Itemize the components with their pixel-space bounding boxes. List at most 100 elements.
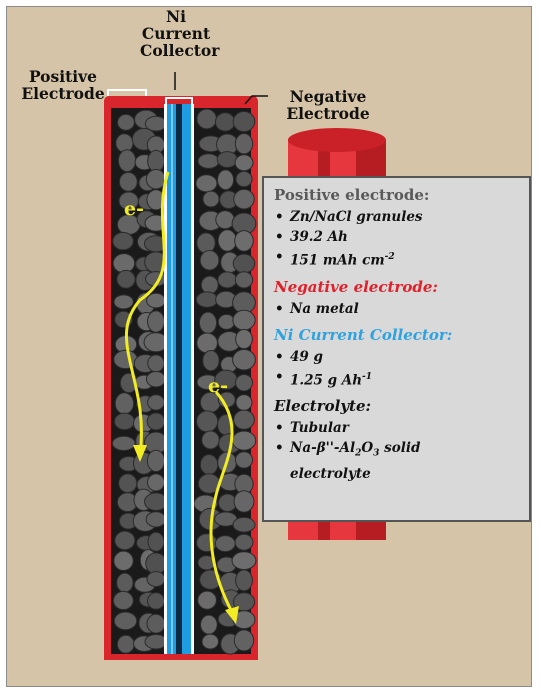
granule bbox=[147, 394, 165, 411]
subscript: 2 bbox=[355, 448, 362, 459]
granule bbox=[234, 154, 254, 172]
granule bbox=[217, 313, 236, 330]
granule bbox=[202, 190, 220, 208]
ni-collector-core bbox=[176, 104, 182, 654]
granule bbox=[232, 348, 256, 371]
granule bbox=[214, 535, 236, 553]
list-item: Na metal bbox=[275, 299, 519, 319]
granule bbox=[231, 430, 257, 451]
label-line: Ni bbox=[165, 7, 187, 26]
granule bbox=[147, 531, 165, 552]
negative-electrode-leader bbox=[244, 95, 268, 105]
granule bbox=[233, 490, 255, 513]
granule bbox=[234, 451, 254, 469]
granule bbox=[196, 410, 219, 433]
zn-nacl-granules bbox=[111, 108, 257, 655]
granule bbox=[200, 275, 219, 295]
negative-electrode-title: Negative electrode: bbox=[274, 277, 438, 296]
granule bbox=[201, 430, 220, 450]
label-line: Current bbox=[141, 24, 211, 43]
granule bbox=[233, 188, 255, 210]
positive-electrode-bracket bbox=[107, 89, 147, 96]
label-line: Collector bbox=[140, 41, 220, 60]
granule bbox=[199, 249, 220, 271]
list-item-text: solid bbox=[379, 440, 421, 456]
granule bbox=[145, 169, 167, 190]
granule bbox=[147, 354, 165, 373]
granule bbox=[118, 473, 138, 494]
granule bbox=[145, 552, 167, 575]
collector-bracket bbox=[165, 97, 193, 106]
granule bbox=[215, 210, 235, 230]
granule bbox=[232, 309, 256, 331]
positive-electrode-label: Positive Electrode bbox=[16, 68, 110, 102]
granule bbox=[196, 332, 218, 354]
granule bbox=[202, 349, 220, 372]
positive-electrode-list: Zn/NaCl granules 39.2 Ah 151 mAh cm-2 bbox=[274, 207, 519, 271]
superscript: -2 bbox=[384, 252, 395, 262]
granule bbox=[117, 149, 137, 173]
granule bbox=[235, 373, 253, 392]
granule bbox=[113, 349, 139, 370]
ni-collector-list: 49 g 1.25 g Ah-1 bbox=[274, 347, 519, 391]
list-item-text: O bbox=[361, 440, 374, 456]
granule bbox=[235, 328, 253, 350]
list-item: Tubular bbox=[275, 418, 519, 438]
granule bbox=[234, 133, 254, 155]
granule bbox=[144, 633, 168, 650]
list-item: 39.2 Ah bbox=[275, 227, 519, 247]
granule bbox=[114, 530, 136, 551]
granule bbox=[146, 571, 166, 588]
list-item: 151 mAh cm-2 bbox=[275, 247, 519, 271]
granule bbox=[146, 613, 166, 634]
granule bbox=[197, 153, 220, 169]
info-box: Positive electrode: Zn/NaCl granules 39.… bbox=[262, 176, 531, 522]
granule bbox=[235, 569, 253, 592]
list-item-text: 151 mAh cm bbox=[290, 252, 385, 269]
granule bbox=[195, 291, 219, 308]
granule bbox=[114, 392, 135, 415]
granule bbox=[116, 634, 135, 654]
granule bbox=[147, 473, 165, 492]
subscript: 3 bbox=[373, 448, 380, 459]
label-line: Electrode bbox=[286, 104, 370, 123]
granule bbox=[147, 310, 165, 333]
granule bbox=[198, 311, 218, 334]
granule bbox=[196, 108, 218, 130]
list-item-text: Na-β''-Al bbox=[290, 440, 356, 456]
granule bbox=[216, 151, 238, 168]
cell-top-rim bbox=[104, 96, 258, 108]
granule bbox=[235, 394, 253, 411]
granule bbox=[146, 292, 166, 309]
granule bbox=[113, 412, 136, 431]
granule bbox=[199, 454, 219, 476]
granule bbox=[113, 294, 134, 310]
granule bbox=[195, 174, 218, 193]
label-line: Negative bbox=[289, 87, 367, 106]
granule bbox=[113, 550, 134, 572]
electron-path-1 bbox=[124, 171, 170, 462]
granule bbox=[111, 435, 136, 451]
granule bbox=[196, 533, 218, 553]
superscript: -1 bbox=[362, 371, 373, 382]
list-item: 49 g bbox=[275, 347, 519, 367]
label-line: Electrode bbox=[21, 84, 105, 103]
granule bbox=[196, 232, 216, 254]
electron-label-2: e- bbox=[208, 375, 228, 397]
granule bbox=[235, 170, 253, 188]
list-item: 1.25 g Ah-1 bbox=[275, 367, 519, 391]
granule bbox=[115, 133, 134, 153]
granule bbox=[146, 449, 166, 473]
granule bbox=[234, 230, 254, 252]
granule bbox=[145, 370, 167, 388]
negative-electrode-label: Negative Electrode bbox=[282, 88, 374, 122]
list-item-text: 1.25 g Ah bbox=[290, 372, 363, 388]
list-item: Zn/NaCl granules bbox=[275, 207, 519, 227]
granule bbox=[116, 113, 135, 131]
granule bbox=[112, 231, 134, 251]
granule bbox=[147, 149, 165, 173]
granule bbox=[112, 590, 134, 611]
granule bbox=[147, 592, 165, 610]
